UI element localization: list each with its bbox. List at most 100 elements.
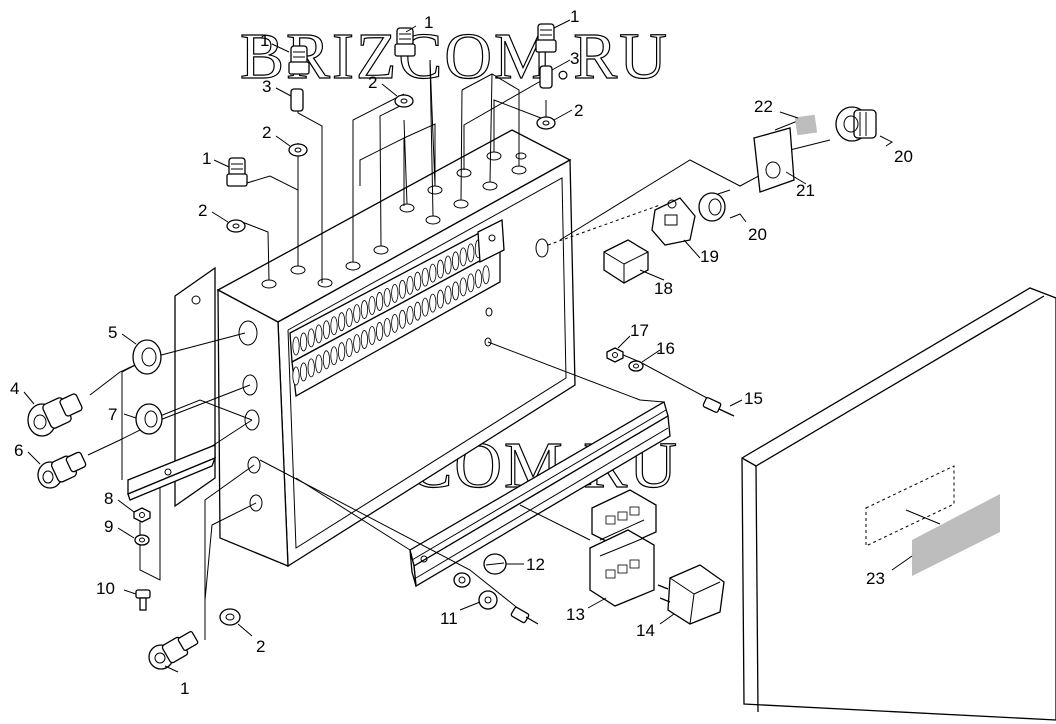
terminal-slat xyxy=(353,334,361,354)
callout-2-top-left: 2 xyxy=(262,123,271,142)
cable-gland-upper-left xyxy=(226,157,248,187)
terminal-slat xyxy=(337,312,346,332)
terminal-slat xyxy=(444,285,452,305)
terminal-slat xyxy=(444,255,452,275)
terminal-slat xyxy=(467,273,475,293)
label-22 xyxy=(794,114,818,136)
terminal-slat xyxy=(337,342,346,362)
terminal-slat xyxy=(421,297,429,317)
cap-12 xyxy=(483,553,507,575)
terminal-slat xyxy=(368,326,376,345)
callout-23: 23 xyxy=(866,569,885,588)
cable-gland-bottom xyxy=(148,631,199,670)
terminal-slat xyxy=(375,292,384,311)
terminal-slat xyxy=(413,301,422,321)
large-cable-gland-4 xyxy=(27,393,83,437)
callout-13: 13 xyxy=(566,605,585,624)
indicator-lamp-20 xyxy=(835,106,877,142)
callout-9: 9 xyxy=(104,517,113,536)
washer-11 xyxy=(453,572,471,588)
spacer-tube-left xyxy=(290,88,304,112)
terminal-slat xyxy=(330,316,338,336)
callout-2-upper-left: 2 xyxy=(198,201,207,220)
lamp-ring-20 xyxy=(698,192,726,222)
terminal-slat xyxy=(315,354,323,374)
mounting-adapter-19 xyxy=(651,197,696,246)
terminal-slat xyxy=(474,269,482,289)
callout-16: 16 xyxy=(656,339,675,358)
terminal-slat xyxy=(307,358,315,378)
cover-label-23 xyxy=(912,494,1000,576)
callout-17: 17 xyxy=(630,321,649,340)
callout-22: 22 xyxy=(754,97,773,116)
terminal-slat xyxy=(436,259,444,279)
callout-1-upper-left: 1 xyxy=(202,149,211,168)
callout-11: 11 xyxy=(440,609,458,628)
terminal-slat xyxy=(482,265,490,285)
terminal-slat xyxy=(451,281,460,301)
terminal-slat xyxy=(467,243,475,263)
terminal-slat xyxy=(360,330,368,349)
relay-socket-13 xyxy=(589,489,657,607)
terminal-slat xyxy=(315,324,323,344)
terminal-slat xyxy=(383,287,391,307)
callout-7: 7 xyxy=(108,405,117,424)
screw-10 xyxy=(135,589,151,611)
callout-1-bottom: 1 xyxy=(180,679,189,698)
callout-20-ring: 20 xyxy=(748,225,767,244)
terminal-slat xyxy=(322,350,330,370)
cable-gland-top-right xyxy=(535,23,557,53)
callout-14: 14 xyxy=(636,621,655,640)
callout-leaders xyxy=(23,19,913,673)
cable-gland-top-middle xyxy=(394,27,416,57)
terminal-slat xyxy=(299,362,308,382)
terminal-slat xyxy=(429,293,437,313)
terminal-slat xyxy=(391,283,399,303)
terminal-slat xyxy=(292,336,300,356)
watermark-top: BRIZCOM.RU xyxy=(240,20,669,93)
terminal-slat xyxy=(421,267,429,287)
callout-2-bottom: 2 xyxy=(256,637,265,656)
terminal-slat xyxy=(451,251,460,271)
terminal-slat xyxy=(398,309,406,329)
washer-9 xyxy=(134,534,150,546)
terminal-slat xyxy=(459,277,467,297)
grounding-bracket xyxy=(127,444,217,501)
terminal-block-strip xyxy=(289,218,505,398)
terminal-slat xyxy=(413,271,422,291)
terminal-slat xyxy=(398,279,406,299)
terminal-slat xyxy=(345,338,353,358)
cable-gland-6 xyxy=(37,451,87,489)
washer-parts xyxy=(219,94,556,626)
callout-18: 18 xyxy=(654,279,673,298)
callout-20-lamp: 20 xyxy=(894,147,913,166)
spacer-tube-right xyxy=(539,65,553,89)
callout-5: 5 xyxy=(108,323,117,342)
serrated-washer-11 xyxy=(478,590,498,610)
terminal-slat xyxy=(353,304,361,324)
terminal-slat xyxy=(383,317,391,337)
nut-8 xyxy=(133,507,151,523)
callout-1-top-left: 1 xyxy=(260,31,269,50)
terminal-slat xyxy=(330,346,338,366)
callout-15: 15 xyxy=(744,389,763,408)
enclosure-box xyxy=(216,129,576,568)
callout-6: 6 xyxy=(14,441,23,460)
callout-2-top-right: 2 xyxy=(574,101,583,120)
terminal-slat xyxy=(391,313,399,333)
terminal-slat xyxy=(406,275,414,295)
terminal-slat xyxy=(299,332,308,352)
callout-numbers: 1 1 1 1 1 2 2 2 2 2 3 3 4 5 7 6 8 9 10 1… xyxy=(10,7,913,698)
lock-nut-5 xyxy=(132,339,162,375)
terminal-slat xyxy=(345,308,353,328)
callout-3-right: 3 xyxy=(570,49,579,68)
terminal-slat xyxy=(360,300,368,319)
terminal-slat xyxy=(368,296,376,315)
din-rail xyxy=(409,401,671,588)
screw-11 xyxy=(510,606,539,625)
callout-12: 12 xyxy=(526,555,545,574)
terminal-slat xyxy=(406,305,414,325)
callout-1-top-middle: 1 xyxy=(424,13,433,32)
callout-8: 8 xyxy=(104,489,113,508)
